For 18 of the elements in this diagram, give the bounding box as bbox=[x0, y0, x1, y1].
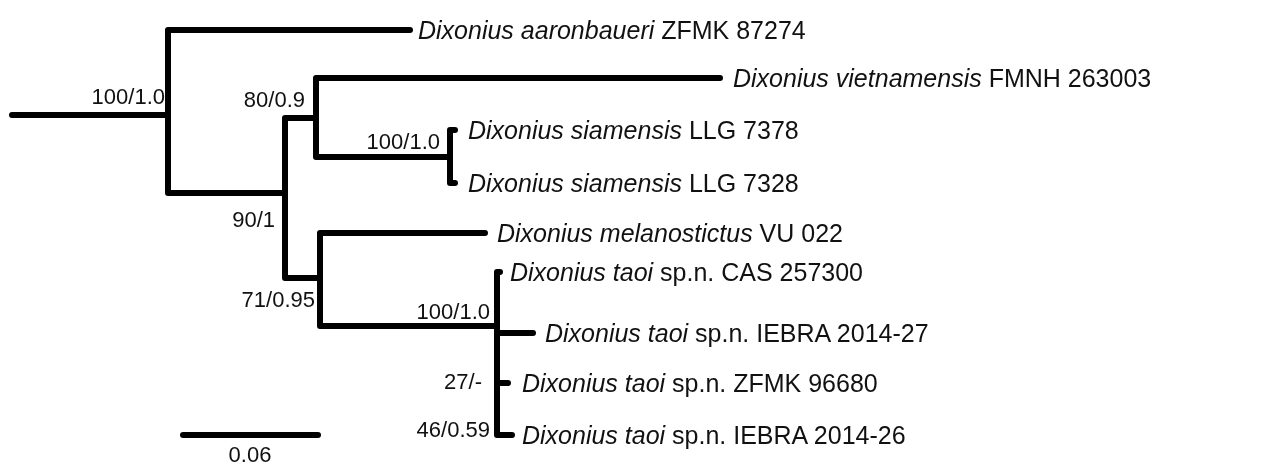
taxon-label: Dixonius taoi sp.n. CAS 257300 bbox=[510, 257, 863, 287]
taxon-label: Dixonius siamensis LLG 7378 bbox=[468, 115, 799, 145]
support-value: 27/- bbox=[444, 370, 482, 394]
taxon-label: Dixonius vietnamensis FMNH 263003 bbox=[733, 63, 1152, 93]
scale-label: 0.06 bbox=[228, 443, 272, 465]
support-value: 80/0.9 bbox=[243, 88, 305, 112]
taxon-label: Dixonius taoi sp.n. IEBRA 2014-26 bbox=[522, 420, 906, 450]
taxon-label: Dixonius melanostictus VU 022 bbox=[497, 218, 843, 248]
support-value: 100/1.0 bbox=[91, 85, 165, 109]
taxon-label: Dixonius taoi sp.n. IEBRA 2014-27 bbox=[545, 318, 929, 348]
support-value: 46/0.59 bbox=[416, 418, 490, 442]
support-value: 100/1.0 bbox=[366, 130, 440, 154]
support-value: 100/1.0 bbox=[416, 300, 490, 324]
support-value: 71/0.95 bbox=[241, 288, 315, 312]
taxon-label: Dixonius aaronbaueri ZFMK 87274 bbox=[418, 15, 806, 45]
support-value: 90/1 bbox=[232, 208, 275, 232]
taxon-label: Dixonius taoi sp.n. ZFMK 96680 bbox=[522, 368, 878, 398]
taxon-label: Dixonius siamensis LLG 7328 bbox=[468, 168, 799, 198]
